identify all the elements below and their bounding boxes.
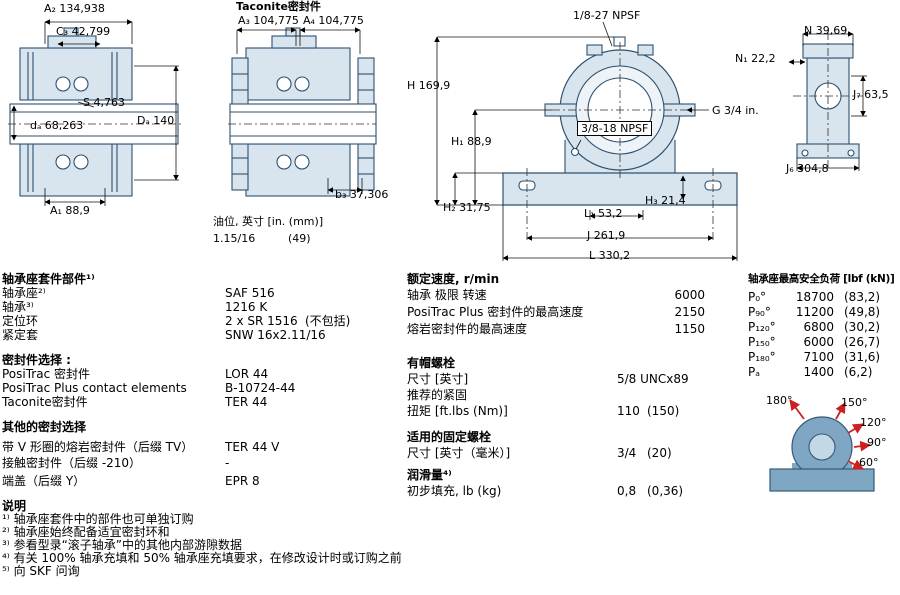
table-row: P₀° 18700 (83,2) xyxy=(748,290,881,304)
dimension-lines xyxy=(11,19,179,206)
housing-section-geometry xyxy=(229,27,377,197)
footnote-1: ¹⁾ 轴承座套件中的部件也可单独订购 xyxy=(2,512,194,526)
table-row: PosiTrac Plus contact elements B-10724-4… xyxy=(2,381,296,395)
dim-label-a3: A₃ 104,775 xyxy=(238,14,299,27)
table-row: 轴承³⁾ 1216 K xyxy=(2,300,268,314)
table-row: 带 V 形圈的熔岩密封件（后缀 TV） TER 44 V xyxy=(2,440,280,454)
dim-label-l: L 330,2 xyxy=(589,249,631,262)
dim-label-j7: J₇ 63,5 xyxy=(853,88,889,101)
fixing-bolts-header: 适用的固定螺栓 xyxy=(407,430,492,444)
angle-label-150: 150° xyxy=(841,396,868,409)
dim-label-s: S 4,763 xyxy=(83,96,125,109)
mini-housing xyxy=(769,416,875,492)
table-row: PosiTrac 密封件 LOR 44 xyxy=(2,367,269,381)
dim-label-a4: A₄ 104,775 xyxy=(303,14,364,27)
table-row: 扭矩 [ft.lbs (Nm)] 110 (150) xyxy=(407,404,680,418)
angle-label-120: 120° xyxy=(860,416,887,429)
dim-label-n1: N₁ 22,2 xyxy=(735,52,776,65)
table-row: 轴承 极限 转速 6000 xyxy=(407,288,705,302)
table-row: 初步填充, lb (kg) 0,8 (0,36) xyxy=(407,484,684,498)
table-row: 定位环 2 x SR 1516 (不包括) xyxy=(2,314,351,328)
safe-loads-section: 轴承座最高安全负荷 [lbf (kN)] P₀° 18700 (83,2) P₉… xyxy=(748,272,900,380)
table-row: 轴承座²⁾ SAF 516 xyxy=(2,286,275,300)
table-row: 接触密封件（后缀 -210） - xyxy=(2,456,230,470)
dim-label-h1: H₁ 88,9 xyxy=(451,135,492,148)
table-row: P₁₅₀° 6000 (26,7) xyxy=(748,335,881,349)
angle-label-60: 60° xyxy=(859,456,879,469)
table-row: 推荐的紧固 xyxy=(407,388,468,402)
dim-label-j6: J₆ 304,8 xyxy=(786,162,829,175)
oil-level-label: 油位, 英寸 [in. (mm)] xyxy=(213,215,324,228)
centerlines xyxy=(793,32,863,168)
dimension-lines xyxy=(788,31,867,171)
taconite-drawing-title: Taconite密封件 xyxy=(236,0,321,13)
dim-label-l1: L₁ 53,2 xyxy=(584,207,623,220)
dim-label-a2: A₂ 134,938 xyxy=(44,2,105,15)
table-row: Taconite密封件 TER 44 xyxy=(2,395,268,409)
npsf-side-label: 3/8-18 NPSF xyxy=(577,121,653,136)
speeds-header: 额定速度, r/min xyxy=(407,272,500,286)
standard-housing-section-drawing xyxy=(8,19,181,206)
dim-label-a1: A₁ 88,9 xyxy=(50,204,90,217)
angle-label-90: 90° xyxy=(867,436,887,449)
dim-label-j: J 261,9 xyxy=(587,229,626,242)
loads-header: 轴承座最高安全负荷 [lbf (kN)] xyxy=(748,273,895,285)
footnotes: 说明 ¹⁾ 轴承座套件中的部件也可单独订购 ²⁾ 轴承座始终配备适宜密封环和 ³… xyxy=(2,500,402,578)
table-row: 尺寸 [英寸（毫米）] 3/4 (20) xyxy=(407,446,672,460)
dimension-lines xyxy=(434,21,738,261)
cap-bolts-header: 有帽螺栓 xyxy=(407,356,456,370)
table-row: P₁₈₀° 7100 (31,6) xyxy=(748,350,881,364)
table-row: 端盖（后缀 Y） EPR 8 xyxy=(2,474,260,488)
parts-header: 轴承座套件部件¹⁾ xyxy=(2,272,95,286)
housing-side-view-drawing xyxy=(788,31,867,171)
housing-section-geometry xyxy=(9,27,179,197)
footnote-2: ²⁾ 轴承座始终配备适宜密封环和 xyxy=(2,525,170,539)
table-row: P₁₂₀° 6800 (30,2) xyxy=(748,320,881,334)
taconite-housing-section-drawing xyxy=(228,27,377,197)
footnote-5: ⁵⁾ 向 SKF 问询 xyxy=(2,564,80,578)
angle-label-180: 180° xyxy=(766,394,793,407)
dim-label-da-shaft: dₐ 68,263 xyxy=(30,119,84,132)
dim-label-da-housing: Dₐ 140 xyxy=(137,114,175,127)
notes-header: 说明 xyxy=(2,499,27,513)
load-arrows xyxy=(789,399,872,470)
dim-label-h3: H₃ 21,4 xyxy=(645,194,686,207)
housing-kit-parts-section: 轴承座套件部件¹⁾ 轴承座²⁾ SAF 516 轴承³⁾ 1216 K 定位环 … xyxy=(2,272,404,488)
load-direction-diagram xyxy=(769,399,875,492)
table-row: 熔岩密封件的最高速度 1150 xyxy=(407,322,705,336)
oil-level-value-mm: (49) xyxy=(288,232,311,245)
seals-header: 密封件选择 : xyxy=(2,353,71,367)
table-row: 紧定套 SNW 16x2.11/16 xyxy=(2,328,326,342)
dim-label-b3: b₃ 37,306 xyxy=(335,188,389,201)
npsf-top-label: 1/8-27 NPSF xyxy=(573,9,641,22)
oil-level-value: 1.15/16 xyxy=(213,232,256,245)
dimension-lines xyxy=(236,27,363,194)
table-row: P₉₀° 11200 (49,8) xyxy=(748,305,881,319)
speeds-and-bolts-section: 额定速度, r/min 轴承 极限 转速 6000 PosiTrac Plus … xyxy=(407,272,705,500)
table-row: 尺寸 [英寸] 5/8 UNCx89 xyxy=(407,372,689,386)
footnote-4: ⁴⁾ 有关 100% 轴承充填和 50% 轴承座充填要求，在修改设计时或订购之前 xyxy=(2,551,402,565)
dim-label-n: N 39,69 xyxy=(804,24,848,37)
table-row: PosiTrac Plus 密封件的最高速度 2150 xyxy=(407,305,705,319)
table-row: Pₐ 1400 (6,2) xyxy=(748,365,873,379)
dim-label-g: G 3/4 in. xyxy=(712,104,759,117)
dim-label-c3: C₃ 42,799 xyxy=(56,25,111,38)
footnote-3: ³⁾ 参看型录“滚子轴承”中的其他内部游隙数据 xyxy=(2,538,243,552)
other-seals-header: 其他的密封选择 xyxy=(2,420,87,434)
dim-label-h2: H₂ 31,75 xyxy=(443,201,491,214)
grease-header: 润滑量⁴⁾ xyxy=(407,468,452,482)
dim-label-h: H 169,9 xyxy=(407,79,451,92)
centerlines xyxy=(526,42,714,240)
